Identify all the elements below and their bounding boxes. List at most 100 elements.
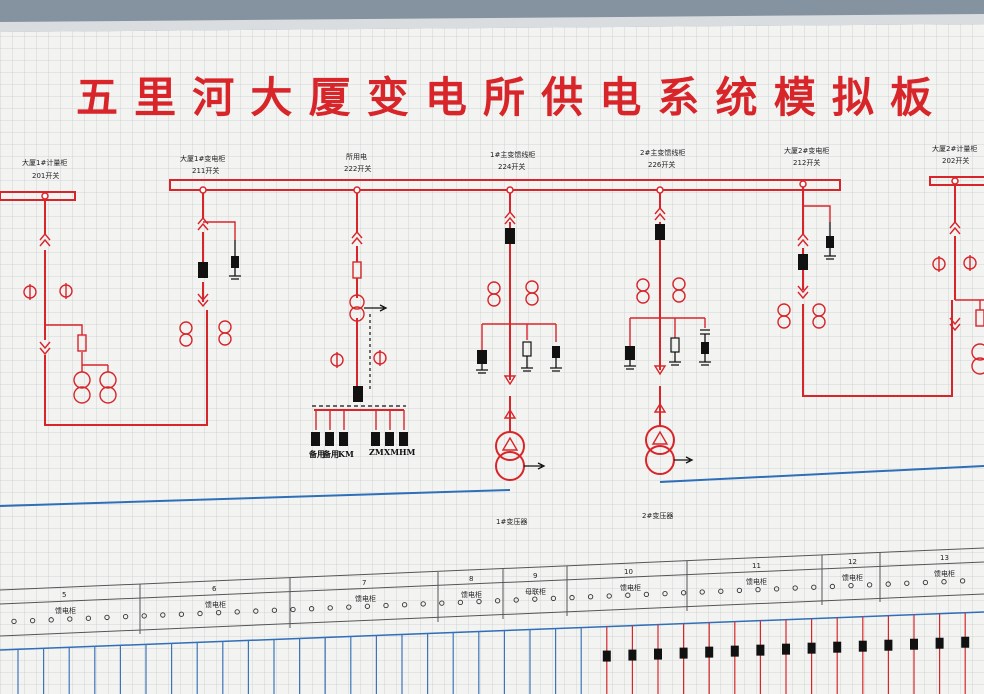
aux-label-4: ZM [369,447,384,457]
ct-symbol [812,303,826,329]
indicator-lamp [11,618,17,625]
feeder-switch-211: 211开关 [192,166,219,175]
indicator-lamp [141,613,147,619]
feeder-201-circuit [23,192,208,426]
outgoing-feeders [17,612,970,694]
indicator-lamp [959,578,966,584]
cabinet-no-12: 12 [848,558,857,566]
indicator-lamp [122,613,129,620]
ct-symbol [672,277,686,303]
ct-symbol [963,255,977,271]
indicator-lamp [346,604,352,610]
aux-breaker-3 [339,432,348,446]
indicator-lamp [364,603,371,609]
outgoing-breaker [961,636,970,648]
indicator-lamps [11,578,966,625]
outgoing-breaker [654,648,662,660]
cabinet-label-10: 馈电柜 [620,583,641,592]
indicator-lamp [811,584,817,590]
indicator-lamp [439,600,445,606]
indicator-lamp [680,590,687,596]
busbar-main [169,179,841,191]
cabinet-label-12: 馈电柜 [842,573,863,582]
vt-symbol [73,371,117,404]
ct-symbol [636,278,650,304]
indicator-lamp [904,580,910,586]
aux-breaker-5 [385,432,394,446]
cabinet-label-6: 馈电柜 [205,600,226,609]
indicator-lamp [885,581,891,587]
transformer-2-symbol [645,425,694,475]
cabinet-label-13: 馈电柜 [934,569,955,578]
feeder-switch-212: 212开关 [793,158,820,167]
feeder-name-202: 大厦2#计量柜 [932,144,977,153]
indicator-lamp [29,617,36,624]
indicator-lamp [532,596,538,602]
indicator-lamp [271,607,278,613]
indicator-lamp [699,589,705,595]
feeder-202-circuit [932,177,984,375]
feeder-switch-224: 224开关 [498,162,525,171]
feeder-switch-222: 222开关 [344,164,371,173]
earth-switch-symbol [477,350,487,364]
indicator-lamp [476,598,482,605]
indicator-lamp [941,579,947,585]
cabinet-label-9: 母联柜 [525,587,546,596]
breaker-symbol [505,228,515,244]
indicator-lamp [85,615,92,621]
ct-symbol [373,350,387,366]
breaker-symbol [353,386,363,402]
indicator-lamp [792,585,798,591]
indicator-lamp [197,610,203,617]
transformer-1-symbol [495,431,546,481]
indicator-lamp [457,599,464,605]
indicator-lamp [718,588,724,594]
busbar-left [0,191,76,201]
earth-switch-symbol [701,342,709,354]
feeder-name-201: 大厦1#计量柜 [22,158,67,167]
aux-label-1: 备用 [308,449,325,459]
indicator-lamp [773,586,780,592]
aux-label-6: HM [399,447,416,457]
aux-label-5: XM [384,447,399,457]
aux-breaker-4 [371,432,380,446]
indicator-lamp [160,612,166,618]
mimic-panel [0,24,984,694]
ct-symbol [218,320,232,346]
outgoing-breaker [628,649,637,661]
feeder-name-211: 大厦1#变电柜 [180,154,225,163]
transformer-1-label: 1#变压器 [496,517,527,526]
indicator-lamp [401,602,408,608]
hv-busbars [0,176,984,201]
indicator-lamp [569,594,575,601]
indicator-lamp [383,602,389,609]
ct-symbol [525,280,539,306]
indicator-lamp [215,610,222,616]
panel-frame-top [0,14,984,32]
earth-switch-symbol [552,346,560,358]
vt-symbol [971,343,984,361]
ct-symbol [23,284,37,300]
earth-switch-symbol [826,236,834,248]
fuse-symbol [975,309,984,327]
indicator-lamp [67,616,73,622]
earth-switch-symbol [625,346,635,360]
indicator-lamp [922,579,929,586]
indicator-lamp [308,606,315,612]
aux-label-3: KM [338,449,354,459]
ct-symbol [179,321,193,347]
indicator-lamp [178,611,185,617]
indicator-lamp [550,595,557,602]
cabinet-label-7: 馈电柜 [355,594,376,603]
aux-label-2: 备用 [322,449,339,459]
indicator-lamp [48,617,54,623]
cabinet-no-7: 7 [362,579,366,587]
feeder-switch-201: 201开关 [32,171,59,180]
cabinet-label-8: 馈电柜 [461,590,482,599]
cabinet-no-9: 9 [533,572,537,580]
transformer-2-label: 2#变压器 [642,511,673,520]
outgoing-breaker [679,647,688,659]
indicator-lamp [662,590,668,597]
feeder-switch-202: 202开关 [942,156,969,165]
